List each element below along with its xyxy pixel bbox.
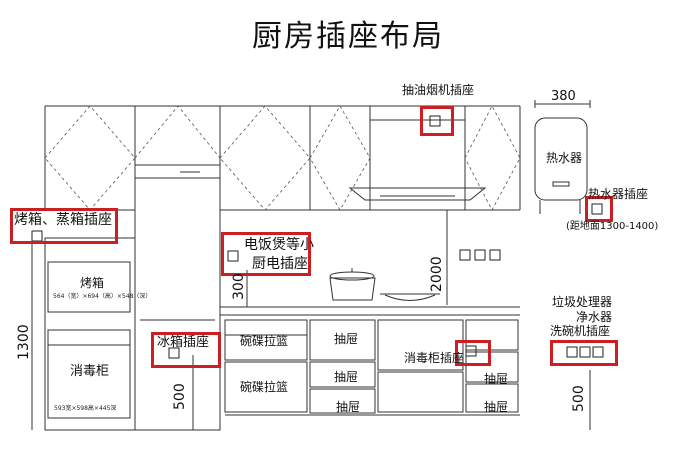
socket-icon-disposal-3 — [592, 346, 604, 358]
socket-icon-extra-1 — [459, 249, 471, 261]
sterilizer-label: 消毒柜 — [70, 364, 110, 379]
door-swing-3 — [219, 105, 311, 211]
socket-icon-disposal-1 — [566, 346, 578, 358]
heater-width-dim: 380 — [551, 89, 576, 104]
socket-icon-rice — [227, 250, 239, 262]
door-swing-5 — [464, 105, 521, 211]
socket-icon-extra-3 — [489, 249, 501, 261]
rice-socket-label-1: 电饭煲等小 — [244, 237, 314, 253]
drawer-label-2: 抽屉 — [334, 370, 359, 384]
sterilizer-body — [47, 329, 131, 419]
tall-cabinet — [44, 237, 136, 431]
drawer-label-4: 抽屉 — [484, 372, 509, 386]
disposal-label-1: 垃圾处理器 — [552, 295, 613, 309]
dish-rack-label-2: 碗碟拉篮 — [240, 380, 289, 394]
sterilizer-socket-label: 消毒柜插座 — [404, 351, 465, 365]
disposal-label-3: 洗碗机插座 — [550, 324, 611, 338]
hood-socket-highlight — [420, 106, 454, 136]
heater-socket-highlight — [585, 196, 613, 222]
socket-icon-sterilizer — [465, 345, 477, 357]
oven-socket-highlight — [10, 208, 118, 244]
diagram-title: 厨房插座布局 — [252, 19, 444, 54]
pot — [329, 277, 376, 301]
oven-dims-label: 564（宽）×694（高）×548（深） — [53, 293, 152, 300]
hood-socket-label: 抽油烟机插座 — [402, 83, 475, 97]
disposal-label-2: 净水器 — [576, 310, 613, 324]
wok — [384, 294, 436, 301]
door-swing-1 — [44, 105, 136, 211]
rice-socket-highlight — [221, 232, 311, 276]
socket-icon-disposal-2 — [579, 346, 591, 358]
rice-socket-label-2: 厨电插座 — [252, 256, 308, 272]
heater-height-label: (距地面1300-1400) — [566, 221, 659, 232]
door-swing-4 — [309, 105, 371, 211]
water-heater-body — [534, 117, 588, 201]
fridge-socket-label: 冰箱插座 — [157, 335, 210, 350]
socket-icon-heater — [591, 203, 603, 215]
drawer-label-5: 抽屉 — [484, 400, 509, 414]
counter-offset-dim: 300 — [231, 273, 247, 300]
door-swing-2 — [134, 105, 221, 159]
oven-body — [47, 261, 131, 313]
cabinet-height-dim: 1300 — [16, 324, 32, 360]
socket-icon-fridge — [168, 347, 180, 359]
hood-height-dim: 2000 — [429, 256, 445, 292]
oven-socket-label: 烤箱、蒸箱插座 — [14, 212, 112, 228]
drawer-label-3: 抽屉 — [336, 400, 361, 414]
socket-icon-hood — [429, 115, 441, 127]
fridge-socket-height-dim: 500 — [172, 383, 188, 410]
fridge-socket-highlight — [151, 332, 221, 368]
water-heater-label: 热水器 — [546, 151, 583, 165]
sterilizer-socket-highlight — [455, 340, 491, 366]
dish-rack-label-1: 碗碟拉篮 — [240, 334, 289, 348]
oven-label: 烤箱 — [80, 276, 105, 290]
sterilizer-dims-label: 593宽×598高×445深 — [54, 405, 117, 412]
disposal-height-dim: 500 — [571, 385, 587, 412]
socket-icon-extra-2 — [474, 249, 486, 261]
heater-socket-label: 热水器插座 — [588, 187, 649, 201]
disposal-socket-highlight — [550, 340, 618, 366]
drawer-label-1: 抽屉 — [334, 332, 359, 346]
